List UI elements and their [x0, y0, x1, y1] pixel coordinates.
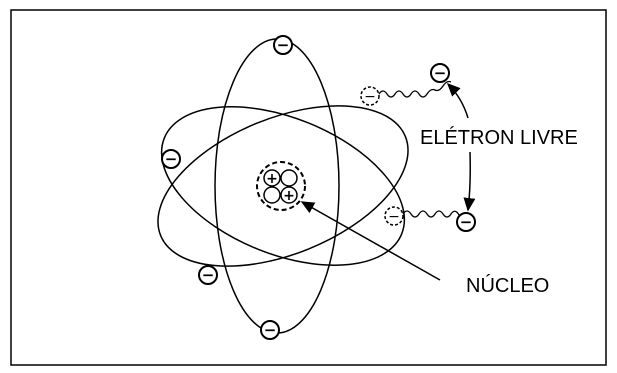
escape-path-wave [379, 82, 451, 98]
svg-text:−: − [264, 321, 277, 339]
free-electron-arrow [468, 152, 470, 210]
proton-sign: + [283, 188, 295, 204]
free-electron: − [431, 64, 449, 82]
electron: − [162, 150, 180, 168]
neutron [264, 187, 280, 203]
vacated-electron-position: − [385, 207, 403, 225]
svg-text:−: − [277, 36, 290, 54]
proton-sign: + [266, 171, 278, 187]
vacated-electron-position: − [361, 87, 379, 105]
nucleus-boundary [257, 162, 305, 210]
electron: − [261, 321, 279, 339]
neutron [281, 170, 297, 186]
svg-text:−: − [460, 213, 473, 231]
free-electron-arrow [448, 84, 468, 118]
free-electron-label: ELÉTRON LIVRE [420, 126, 578, 149]
svg-text:−: − [434, 64, 447, 82]
nucleus: + + [257, 162, 305, 210]
electron: − [274, 36, 292, 54]
nucleus-label: NÚCLEO [466, 274, 549, 297]
escape-path-wave [403, 211, 465, 219]
svg-text:−: − [165, 150, 178, 168]
svg-text:−: − [202, 266, 215, 284]
svg-text:−: − [364, 89, 376, 105]
electron: − [199, 266, 217, 284]
svg-text:−: − [388, 209, 400, 225]
free-electron: − [457, 213, 475, 231]
